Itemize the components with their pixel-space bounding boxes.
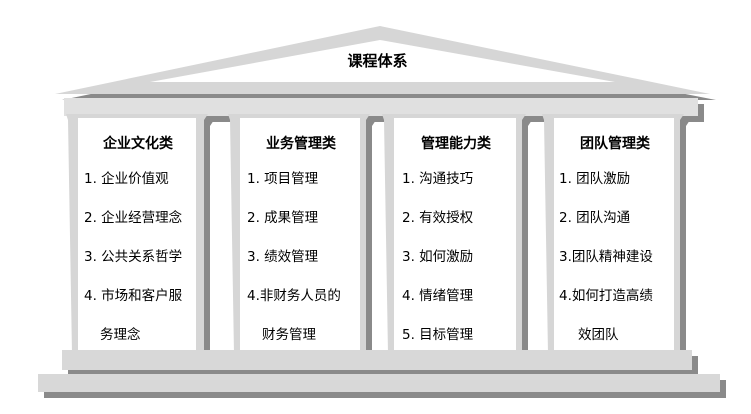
column-4-line-1: 1. 团队激励: [559, 171, 631, 187]
roof-inner: [150, 40, 615, 82]
base-step-2: [38, 374, 720, 392]
column-1-panel: [78, 118, 196, 352]
beam: [64, 98, 698, 116]
column-2-title: 业务管理类: [266, 136, 336, 152]
column-4-line-2: 2. 团队沟通: [559, 210, 631, 226]
base-step-1: [62, 350, 692, 370]
column-1-line-2: 2. 企业经营理念: [84, 210, 183, 226]
column-3-line-2: 2. 有效授权: [402, 210, 474, 226]
column-3-line-4: 4. 情绪管理: [402, 288, 474, 304]
column-1-line-4: 4. 市场和客户服: [84, 288, 183, 304]
column-4-panel: [554, 118, 674, 352]
column-2-line-5: 财务管理: [262, 327, 316, 343]
column-2-line-2: 2. 成果管理: [247, 210, 319, 226]
column-3-line-3: 3. 如何激励: [402, 249, 474, 265]
column-4-line-5: 效团队: [578, 327, 619, 343]
column-1-line-1: 1. 企业价值观: [84, 171, 169, 187]
column-2-line-1: 1. 项目管理: [247, 171, 319, 187]
column-3-line-5: 5. 目标管理: [402, 327, 474, 343]
column-2-line-3: 3. 绩效管理: [247, 249, 319, 265]
roof-title: 课程体系: [347, 52, 408, 70]
column-4-line-4: 4.如何打造高绩: [559, 288, 653, 304]
column-4-line-3: 3.团队精神建设: [559, 249, 653, 265]
column-2-line-4: 4.非财务人员的: [247, 288, 341, 304]
column-1-title: 企业文化类: [103, 136, 173, 152]
column-4-title: 团队管理类: [580, 136, 650, 152]
column-3-panel: [394, 118, 516, 352]
column-1-line-5: 务理念: [100, 327, 141, 343]
column-2-panel: [240, 118, 360, 352]
column-1-line-3: 3. 公共关系哲学: [84, 249, 183, 265]
column-3-title: 管理能力类: [421, 136, 491, 152]
column-3-line-1: 1. 沟通技巧: [402, 171, 474, 187]
